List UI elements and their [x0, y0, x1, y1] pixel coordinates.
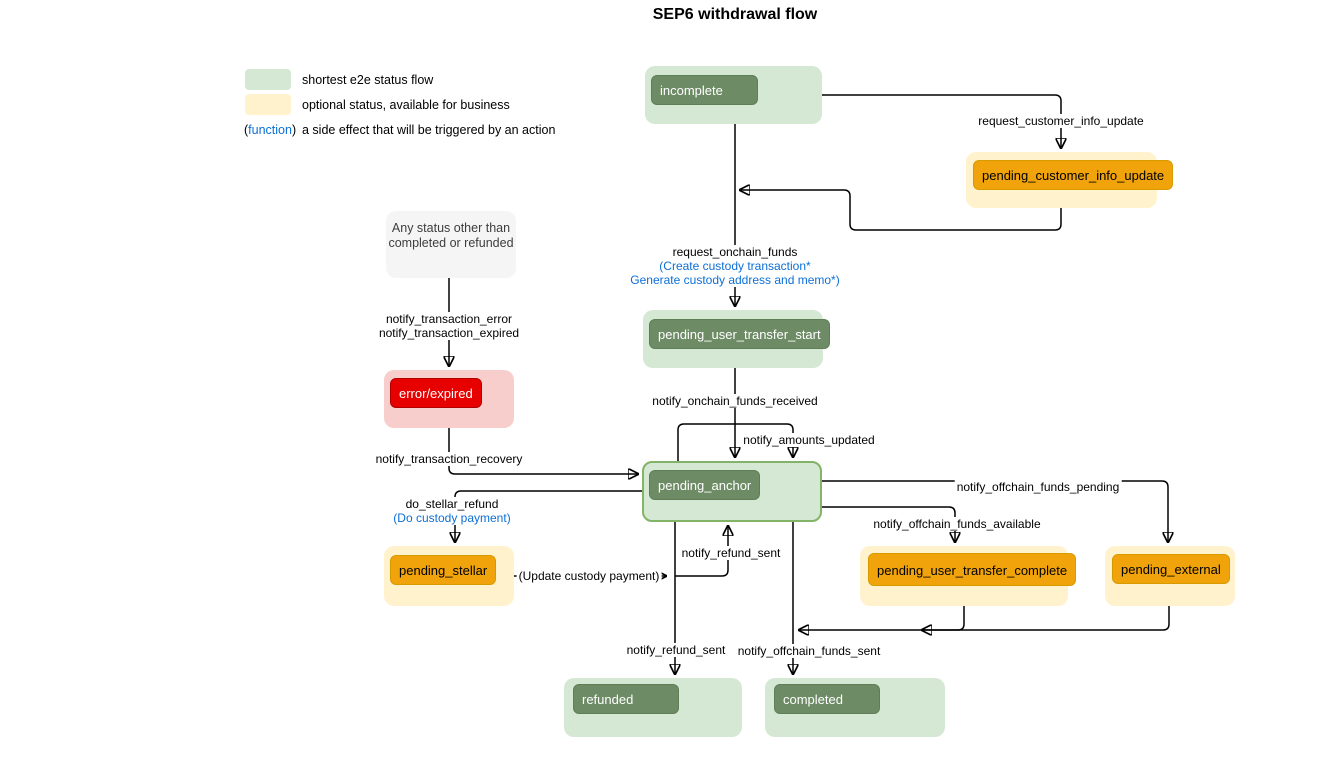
edge-pending-customer-info-update-return: [740, 190, 1062, 231]
label-notify-transaction-error: notify_transaction_error: [385, 312, 513, 326]
legend-function-close: ): [291, 123, 297, 137]
label-request-onchain-funds: request_onchain_funds (Create custody tr…: [628, 245, 842, 287]
label-notify-transaction-expired: notify_transaction_expired: [378, 326, 520, 340]
node-pending-user-transfer-start-chip: pending_user_transfer_start: [649, 319, 830, 349]
label-do-custody-payment: (Do custody payment): [393, 511, 511, 525]
node-pending-anchor-chip: pending_anchor: [649, 470, 761, 500]
legend-function-sample: (function): [244, 123, 296, 137]
label-do-stellar-refund-action: do_stellar_refund: [405, 497, 499, 511]
edge-pending-anchor-to-pending-user-transfer-complete: [822, 506, 955, 542]
label-notify-offchain-funds-available: notify_offchain_funds_available: [871, 517, 1043, 531]
edge-error-expired-to-pending-anchor: [448, 428, 638, 474]
node-completed-chip: completed: [774, 684, 880, 714]
label-notify-refund-sent-to-anchor: notify_refund_sent: [679, 546, 783, 560]
edge-pending-anchor-self-loop-amounts-updated: [677, 423, 793, 461]
label-notify-offchain-funds-sent: notify_offchain_funds_sent: [735, 644, 883, 658]
label-notify-amounts-updated: notify_amounts_updated: [741, 433, 877, 447]
node-pending-stellar-chip: pending_stellar: [390, 555, 497, 585]
legend-yellow-swatch: [245, 94, 291, 115]
node-pending-customer-info-update-chip: pending_customer_info_update: [973, 160, 1174, 190]
node-pending-customer-info-update: pending_customer_info_update: [966, 152, 1174, 208]
node-pending-stellar: pending_stellar: [384, 546, 514, 606]
note-line1: Any status other than: [391, 221, 511, 235]
diagram-title: SEP6 withdrawal flow: [652, 6, 818, 23]
legend-function-word: function: [248, 123, 292, 137]
edge-incomplete-to-pending-customer-info-update: [822, 94, 1061, 148]
edge-pending-external-to-completed-line: [922, 606, 1170, 630]
node-pending-external: pending_external: [1105, 546, 1235, 606]
node-refunded-chip: refunded: [573, 684, 679, 714]
node-pending-user-transfer-start: pending_user_transfer_start: [643, 310, 830, 368]
legend-yellow-label: optional status, available for business: [302, 98, 510, 112]
node-error-expired-chip: error/expired: [390, 378, 482, 408]
node-pending-anchor: pending_anchor: [642, 461, 822, 522]
edge-pending-anchor-to-pending-stellar: [455, 490, 642, 542]
label-notify-refund-sent-to-refunded: notify_refund_sent: [624, 643, 728, 657]
label-do-stellar-refund: do_stellar_refund (Do custody payment): [391, 497, 513, 525]
node-incomplete: incomplete: [645, 66, 822, 124]
edge-pending-user-transfer-complete-to-completed-line: [799, 606, 965, 630]
label-notify-offchain-funds-pending: notify_offchain_funds_pending: [954, 480, 1122, 494]
legend-function-label: a side effect that will be triggered by …: [302, 123, 556, 137]
label-notify-onchain-funds-received: notify_onchain_funds_received: [650, 394, 820, 408]
node-any-status-note: Any status other than completed or refun…: [386, 211, 516, 278]
legend-function-open: (: [244, 123, 249, 137]
node-incomplete-chip: incomplete: [651, 75, 758, 105]
edge-pending-anchor-to-pending-external: [822, 480, 1168, 542]
label-generate-custody-address: Generate custody address and memo*): [630, 273, 840, 287]
note-line2: completed or refunded: [388, 236, 514, 250]
label-request-customer-info-update: request_customer_info_update: [976, 114, 1146, 128]
label-create-custody-transaction: (Create custody transaction*: [659, 259, 811, 273]
node-pending-user-transfer-complete: pending_user_transfer_complete: [860, 546, 1077, 606]
node-refunded: refunded: [564, 678, 742, 737]
node-pending-external-chip: pending_external: [1112, 554, 1230, 584]
legend-green-swatch: [245, 69, 291, 90]
edge-refund-sent-to-pending-anchor: [675, 526, 728, 577]
label-update-custody-payment: (Update custody payment): [516, 569, 662, 583]
node-completed: completed: [765, 678, 945, 737]
label-request-onchain-funds-action: request_onchain_funds: [672, 245, 798, 259]
node-error-expired: error/expired: [384, 370, 514, 428]
label-notify-transaction-recovery: notify_transaction_recovery: [373, 452, 525, 466]
legend-green-label: shortest e2e status flow: [302, 73, 434, 87]
label-notify-transaction-error-expired: notify_transaction_error notify_transact…: [376, 312, 522, 340]
node-pending-user-transfer-complete-chip: pending_user_transfer_complete: [868, 553, 1077, 586]
